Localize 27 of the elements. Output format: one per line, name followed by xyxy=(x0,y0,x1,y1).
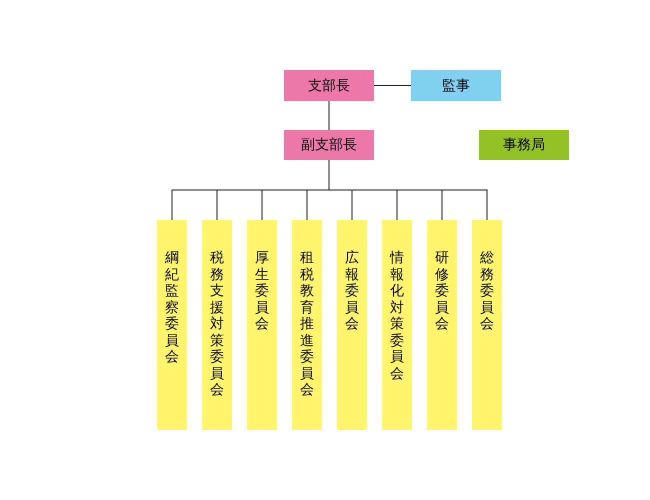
role-name: 副支部長 xyxy=(301,136,357,154)
committee-name: 広報委員会 xyxy=(344,250,360,332)
committee-box xyxy=(157,220,187,430)
committee-box xyxy=(202,220,232,430)
title-box xyxy=(284,130,374,160)
committee-box xyxy=(337,220,367,430)
committee-name: 厚生委員会 xyxy=(254,250,270,332)
connector-line xyxy=(328,100,330,130)
connector-line xyxy=(374,85,412,86)
committee-box xyxy=(292,220,322,430)
committee-box xyxy=(247,220,277,430)
title-box xyxy=(411,70,501,101)
connector-line xyxy=(328,160,488,220)
committee-name: 租税教育推進委員会 xyxy=(300,250,314,398)
committee-box xyxy=(382,220,412,430)
role-name: 支部長 xyxy=(308,76,350,94)
committee-name: 総務委員会 xyxy=(480,250,494,332)
office-box xyxy=(479,130,569,160)
committee-name: 税務支援対策委員会 xyxy=(210,250,224,398)
committee-name: 情報化対策委員会 xyxy=(390,250,404,382)
committee-name: 研修委員会 xyxy=(434,250,450,332)
role-name: 事務局 xyxy=(503,136,545,154)
title-box xyxy=(284,70,374,101)
committee-box xyxy=(427,220,457,430)
committee-name: 綱紀監察委員会 xyxy=(164,250,180,366)
role-name: 監事 xyxy=(442,76,470,94)
committee-box xyxy=(472,220,502,430)
